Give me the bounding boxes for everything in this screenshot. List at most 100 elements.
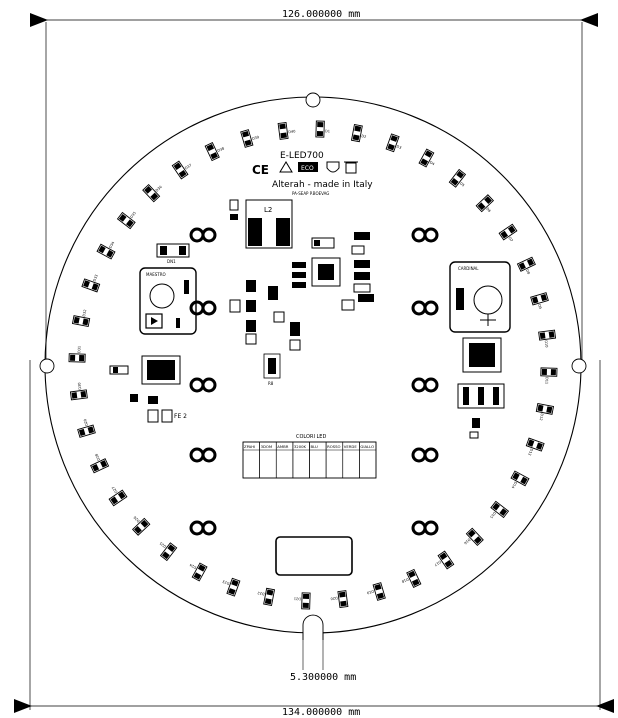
led-ref-label: D18 [401,577,409,584]
led-4: D4 [418,148,436,168]
color-option: VERDE [342,441,360,479]
mounting-pads [189,227,439,536]
screw-pad [189,447,217,463]
led-24: D24 [188,562,208,582]
led-8: D8 [516,256,536,275]
screw-pad [189,377,217,393]
led-ref-label: D37 [184,163,192,170]
led-28: D28 [90,453,110,474]
led-ref-label: D20 [330,596,338,601]
right-mount-hole [571,358,587,374]
screw-pad [411,447,439,463]
led-40: D40 [277,121,296,140]
fe2-label: FE 2 [174,413,187,420]
led-ref-label: D13 [527,448,533,456]
color-option-label: 3DOM [261,444,273,449]
left-module: MAESTRO [139,267,197,335]
led-3: D3 [385,133,402,153]
eco-badge-label: ECO [301,165,314,172]
screw-pad [411,227,439,243]
center-window [275,536,353,576]
led-ref-label: D39 [252,135,260,141]
led-ref-label: D34 [108,240,115,249]
color-option: AMBR [275,441,294,479]
led-ref-label: D33 [92,274,98,282]
led-ref-label: D12 [539,413,544,421]
small-code: PA-SEAP P.BOEVAG [292,191,329,196]
led-ref-label: D17 [434,560,442,567]
top-notch [305,92,321,108]
led-22: D22 [257,587,276,607]
dn1-label: DN1 [167,259,176,264]
led-37: D37 [171,160,192,180]
color-table-title: COLORI LED [296,434,326,440]
led-32: D32 [71,309,91,328]
screw-pad [189,300,217,316]
led-31: D31 [68,346,86,363]
center-controller: R8 [229,199,374,386]
warning-triangle-icon [279,161,293,173]
led-ref-label: D25 [159,541,167,549]
board-outline: 5.300000 mm [39,92,587,683]
led-ref-label: D10 [544,340,549,348]
color-option-label: BLU [311,444,319,449]
led-ref-label: D1 [325,129,330,133]
led-33: D33 [81,274,101,293]
screw-pad [189,520,217,536]
led-13: D13 [525,437,545,456]
left-module-label: MAESTRO [146,272,166,277]
led-ref-label: D3 [396,144,402,149]
color-option-label: 3200K [294,444,307,449]
color-option: 3DOM [259,441,277,479]
bottom-slot [302,614,324,640]
eco-badge [298,162,318,172]
screw-pad [189,227,217,243]
led-11: D11 [540,367,558,384]
bin-icon [345,162,357,174]
bottom-dimension: 134.000000 mm [14,360,614,718]
part-number: E-LED700 [280,151,324,161]
right-ic [457,337,505,439]
led-23: D23 [222,577,241,597]
led-ref-label: D8 [525,269,531,275]
title-block: E-LED700 CE ECO Alterah - made in Italy … [252,151,373,196]
color-option: 3200K [292,441,310,479]
led-5: D5 [448,168,467,188]
l2-label: L2 [264,206,272,214]
led-26: D26 [131,515,151,536]
led-ref-label: D21 [294,597,301,601]
slot-dimension-label: 5.300000 mm [290,672,356,683]
color-option-label: ROSSO [327,444,340,449]
led-30: D30 [69,382,88,401]
led-6: D6 [475,194,495,213]
led-ref-label: D9 [537,304,542,310]
led-ref-label: D11 [545,377,549,384]
color-option: GIALLO [359,441,377,479]
led-ref-label: D19 [366,589,374,595]
led-1: D1 [315,120,330,138]
led-ref-label: D15 [489,511,497,519]
led-20: D20 [330,590,349,609]
top-dimension-label: 126.000000 mm [282,9,360,20]
led-ref-label: D35 [129,211,137,219]
r8-label: R8 [268,381,274,386]
led-39: D39 [240,129,260,148]
led-ref-label: D32 [82,309,87,317]
led-14: D14 [510,470,530,490]
led-ref-label: D23 [222,579,230,585]
led-34: D34 [96,240,116,260]
led-35: D35 [116,211,137,230]
diode-dn1: DN1 [156,243,190,264]
color-option: ZPAHI [242,441,260,479]
led-ref-label: D16 [463,537,471,545]
led-ref-label: D2 [361,134,367,139]
screw-pad [411,300,439,316]
led-19: D19 [366,582,386,601]
led-ref-label: D22 [257,591,265,596]
color-option-label: AMBR [277,444,288,449]
brand-line: Alterah - made in Italy [272,180,373,190]
led-ref-label: D4 [429,160,436,166]
led-ref-label: D5 [459,181,465,187]
led-12: D12 [535,402,555,421]
led-7: D7 [498,223,518,243]
